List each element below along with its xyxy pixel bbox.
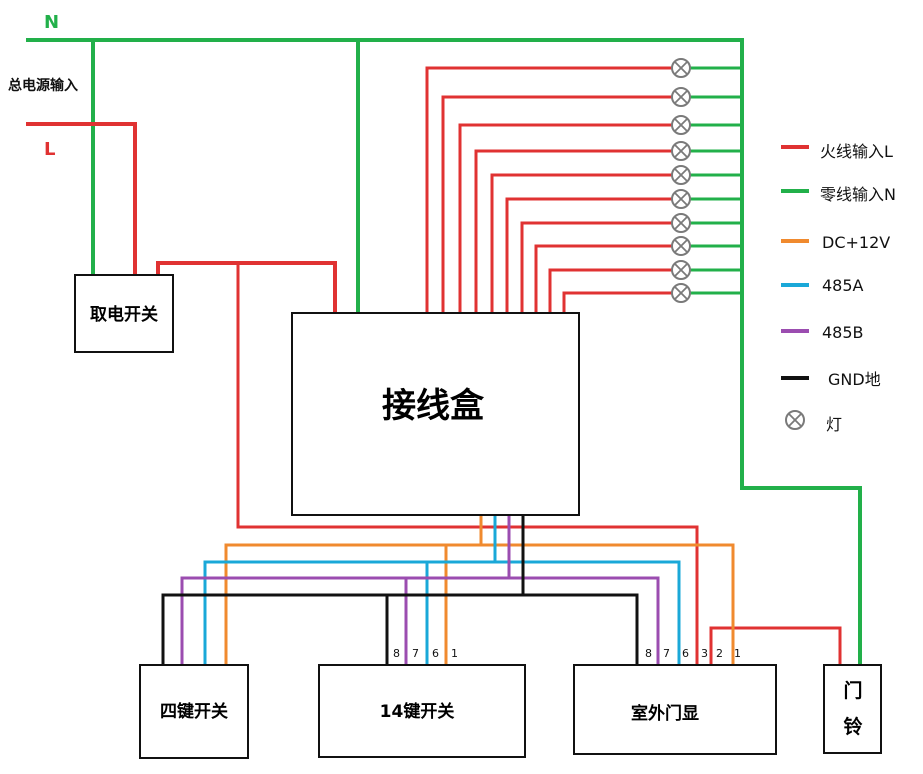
lamp-icon [671,189,691,209]
legend-dc12v-label: DC+12V [822,233,890,252]
outdoor-display-box [573,664,777,755]
lamp-icon [671,87,691,107]
lamp-icon [671,260,691,280]
a485-to-outdoor [493,560,681,667]
a485-wires [203,513,681,667]
power-switch-label: 取电开关 [90,304,158,325]
live-to-outdoor-display [236,261,699,667]
outdoor-pin-label: 3 [701,647,708,660]
outdoor-pin-label: 2 [716,647,723,660]
lamp-group [671,58,691,303]
lamp-live-wire [562,291,674,315]
legend-neutral-label: 零线输入N [820,185,896,204]
lamp-live-wire [441,95,674,315]
legend-lamp-icon [785,410,805,430]
live-power-switch-to-box [156,261,337,315]
legend-485a-label: 485A [822,276,864,295]
doorbell-label-line2: 铃 [843,715,862,738]
four-key-switch: 四键开关 [139,664,249,759]
lamp-icon [671,283,691,303]
lamp-icon [671,236,691,256]
legend-live-label: 火线输入L [820,142,893,161]
legend-lamp-label: 灯 [826,415,842,434]
lamp-live-wire [534,244,674,315]
lamp-icon [671,165,691,185]
lamp-live-wires [425,66,674,315]
live-outdoor-to-doorbell [709,626,842,667]
four-key-switch-label: 四键开关 [160,701,228,722]
lamp-live-wire [474,149,674,315]
a485-to-four-key [203,513,497,667]
doorbell-box [823,664,882,754]
lamp-neutral-wires [688,66,744,295]
dc12v-to-outdoor [479,543,735,667]
lamp-icon [671,115,691,135]
b485-to-outdoor [507,576,660,667]
lamp-icon [671,141,691,161]
fourteen-key-pin-label: 1 [451,647,458,660]
outdoor-pin-label: 6 [682,647,689,660]
outdoor-display-label: 室外门显 [631,703,699,724]
lamp-live-wire [490,173,674,315]
outdoor-pin-label: 7 [663,647,670,660]
junction-box: 接线盒 [291,312,580,516]
lamp-live-wire [425,66,674,315]
fourteen-key-switch-label: 14键开关 [380,701,455,722]
b485-wires [180,513,660,667]
legend-gnd-label: GND地 [828,370,881,389]
dc12v-to-four-key [224,513,483,667]
outdoor-pin-label: 8 [645,647,652,660]
junction-box-label: 接线盒 [382,386,485,426]
live-input-line [26,122,137,277]
legend: 火线输入L 零线输入N DC+12V 485A 485B GND地 灯 [781,142,896,434]
lamp-live-wire [520,221,674,315]
l-label: L [44,139,55,160]
fourteen-key-pin-label: 8 [393,647,400,660]
dc12v-wires [224,513,735,667]
doorbell-label-line1: 门 [843,679,862,702]
gnd-bus [161,593,639,667]
power-switch: 取电开关 [74,274,174,353]
live-wires [26,66,842,667]
doorbell: 门 铃 [823,664,882,754]
legend-485b-label: 485B [822,323,864,342]
fourteen-key-pin-label: 6 [432,647,439,660]
lamp-icon [671,58,691,78]
four-key-switch-box [139,664,249,759]
neutral-main-line [26,38,862,667]
fourteen-key-pin-label: 7 [412,647,419,660]
lamp-icon [671,213,691,233]
lamp-live-wire [458,123,674,315]
junction-box-rect [291,312,580,516]
outdoor-pin-label: 1 [734,647,741,660]
gnd-wires [161,513,639,667]
lamp-live-wire [505,197,674,315]
power-input-label: 总电源输入 [8,77,78,94]
lamp-live-wire [548,268,674,315]
fourteen-key-switch-box [318,664,526,758]
b485-to-four-key [180,513,511,667]
n-label: N [44,12,59,33]
neutral-wires [26,38,862,667]
power-switch-box [74,274,174,353]
